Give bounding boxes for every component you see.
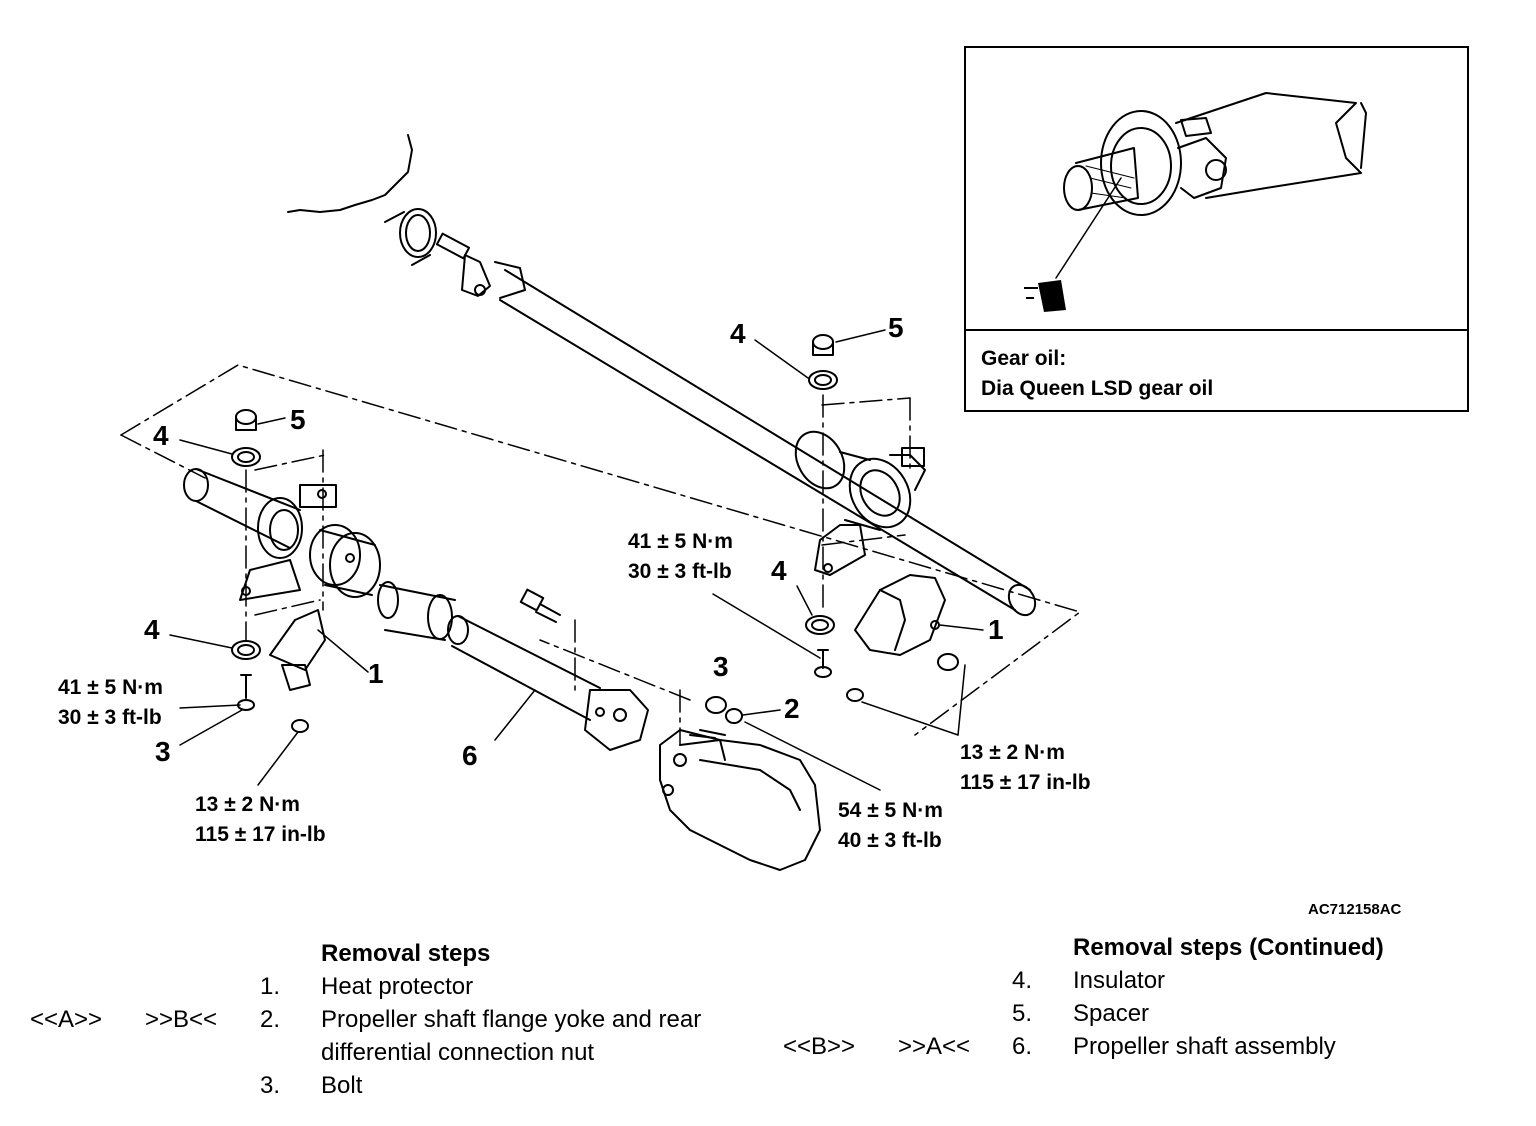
step-number: 1. <box>260 973 281 1000</box>
step-row: 4. Insulator <box>780 964 1500 997</box>
rear-differential <box>659 729 821 871</box>
torque-value-nm: 41 ± 5 N·m <box>628 530 733 553</box>
torque-value-nm: 13 ± 2 N·m <box>195 793 300 816</box>
bolts-nuts <box>237 649 959 733</box>
step-text: Propeller shaft flange yoke and rear <box>321 1006 702 1033</box>
vehicle-body-outline <box>287 134 413 213</box>
step-text: Bolt <box>321 1072 363 1099</box>
gear-oil-inset: Gear oil: Dia Queen LSD gear oil <box>964 46 1469 412</box>
step-row: 5. Spacer <box>780 997 1500 1030</box>
step-row: 3. Bolt <box>0 1069 780 1102</box>
torque-value-imperial: 115 ± 17 in-lb <box>195 823 326 846</box>
step-row: <<B>> >>A<< 6. Propeller shaft assembly <box>780 1030 1500 1063</box>
heat-protector-left <box>269 609 326 691</box>
step-ref-2: >>A<< <box>898 1033 971 1060</box>
torque-value-nm: 54 ± 5 N·m <box>838 799 943 822</box>
figure-code: AC712158AC <box>1308 901 1402 918</box>
step-ref-2: >>B<< <box>145 1006 218 1033</box>
callout-4-middle: 4 <box>771 555 787 586</box>
step-text: Propeller shaft assembly <box>1073 1033 1336 1060</box>
removal-steps-title: Removal steps <box>321 940 491 967</box>
torque-value-imperial: 30 ± 3 ft-lb <box>58 706 162 729</box>
callout-1-right: 1 <box>988 614 1004 645</box>
step-number: 3. <box>260 1072 281 1099</box>
torque-nut-right: 13 ± 2 N·m 115 ± 17 in-lb <box>960 738 1091 798</box>
heat-protector-right <box>854 574 946 656</box>
gear-oil-note: Gear oil: Dia Queen LSD gear oil <box>981 344 1213 404</box>
step-row: 1. Heat protector <box>0 970 780 1003</box>
step-text: differential connection nut <box>321 1039 595 1066</box>
step-ref-1: <<A>> <box>30 1006 103 1033</box>
step-number: 4. <box>1012 967 1033 994</box>
gear-oil-label: Gear oil: <box>981 347 1067 370</box>
callout-3-left: 3 <box>155 736 171 767</box>
torque-value-imperial: 115 ± 17 in-lb <box>960 771 1091 794</box>
inset-divider <box>966 329 1467 331</box>
step-row: differential connection nut <box>0 1036 780 1069</box>
removal-steps: Removal steps 1. Heat protector <<A>> >>… <box>0 937 780 1102</box>
removal-steps-continued: Removal steps (Continued) 4. Insulator 5… <box>780 931 1500 1063</box>
removal-steps-continued-title: Removal steps (Continued) <box>1073 934 1384 961</box>
step-text: Insulator <box>1073 967 1166 994</box>
oil-can-icon <box>1024 280 1066 312</box>
torque-differential-nut: 54 ± 5 N·m 40 ± 3 ft-lb <box>838 796 943 856</box>
callout-4-left: 4 <box>153 420 169 451</box>
dash-lines <box>120 364 1081 746</box>
torque-value-imperial: 40 ± 3 ft-lb <box>838 829 942 852</box>
callout-4-lower-left: 4 <box>144 614 160 645</box>
step-text: Heat protector <box>321 973 474 1000</box>
callout-6: 6 <box>462 740 478 771</box>
torque-value-nm: 41 ± 5 N·m <box>58 676 163 699</box>
insulators-spacers <box>231 334 838 660</box>
front-propeller-shaft <box>384 208 1037 617</box>
torque-value-nm: 13 ± 2 N·m <box>960 741 1065 764</box>
step-row: <<A>> >>B<< 2. Propeller shaft flange yo… <box>0 1003 780 1036</box>
flange-bolt <box>519 588 561 623</box>
callout-3-middle: 3 <box>713 651 729 682</box>
callout-4-upper: 4 <box>730 318 746 349</box>
gear-oil-name: Dia Queen LSD gear oil <box>981 377 1214 400</box>
spline-yoke-illustration <box>1024 92 1367 312</box>
torque-nut-left: 13 ± 2 N·m 115 ± 17 in-lb <box>195 790 326 850</box>
callout-5-upper: 5 <box>888 312 904 343</box>
step-number: 2. <box>260 1006 281 1033</box>
callout-5-left: 5 <box>290 404 306 435</box>
step-number: 5. <box>1012 1000 1033 1027</box>
torque-bolt-left: 41 ± 5 N·m 30 ± 3 ft-lb <box>58 673 163 733</box>
step-number: 6. <box>1012 1033 1033 1060</box>
callout-2: 2 <box>784 693 800 724</box>
step-ref-1: <<B>> <box>783 1033 856 1060</box>
torque-value-imperial: 30 ± 3 ft-lb <box>628 560 732 583</box>
leader-lines <box>169 329 984 791</box>
torque-bolt-middle: 41 ± 5 N·m 30 ± 3 ft-lb <box>628 527 733 587</box>
rear-propeller-shaft <box>183 468 649 751</box>
step-text: Spacer <box>1073 1000 1150 1027</box>
callout-1-left: 1 <box>368 658 384 689</box>
